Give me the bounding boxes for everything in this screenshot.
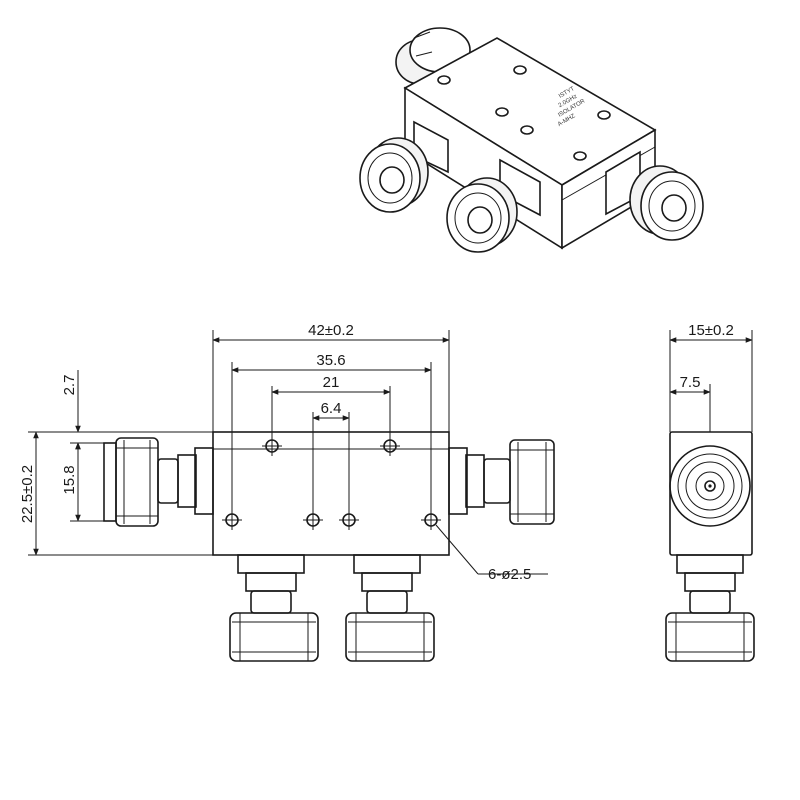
dim-height-offset: 2.7 [61,370,104,458]
dim-connector-height: 15.8 [61,442,104,522]
dim-side-half: 7.5 [669,374,711,432]
isometric-view: ISTYT 2.0GHz ISOLATOR A-MHZ [359,27,704,253]
front-connector-right [448,439,555,525]
dim-side-half-label: 7.5 [680,374,701,391]
side-body [669,431,753,556]
dim-width-overall-label: 42±0.2 [308,322,354,339]
dim-hole-span-center-label: 6.4 [321,400,342,417]
connector-front-left [359,120,449,213]
mounting-holes [222,436,441,530]
front-body [212,431,450,556]
dim-hole-span-outer-label: 35.6 [316,352,345,369]
front-view: 42±0.2 35.6 21 6.4 22.5±0.2 [19,322,555,662]
dim-hole-span-inner-label: 21 [323,374,340,391]
dim-hole-span-outer: 35.6 [231,352,432,520]
dim-hole-span-center: 6.4 [312,400,350,520]
dim-height-offset-label: 2.7 [61,375,78,396]
dim-width-overall: 42±0.2 [212,322,450,432]
front-connector-bottom-right [345,554,435,662]
side-view: 15±0.2 7.5 [665,322,755,662]
side-connector-bottom [665,554,755,662]
dim-connector-height-label: 15.8 [61,465,78,494]
dim-hole-span-inner: 21 [271,374,391,446]
dim-height-overall-label: 22.5±0.2 [19,465,36,523]
dim-side-width-label: 15±0.2 [688,322,734,339]
front-connector-bottom-left [229,554,319,662]
side-connector-face [669,445,751,527]
hole-callout: 6-ø2.5 [435,524,548,583]
dim-height-overall: 22.5±0.2 [19,431,213,556]
dim-side-width: 15±0.2 [669,322,753,432]
connector-front-middle [446,158,541,253]
hole-callout-label: 6-ø2.5 [488,566,531,583]
top-holes [437,65,611,161]
connector-right [605,150,704,241]
front-connector-left [103,437,214,527]
